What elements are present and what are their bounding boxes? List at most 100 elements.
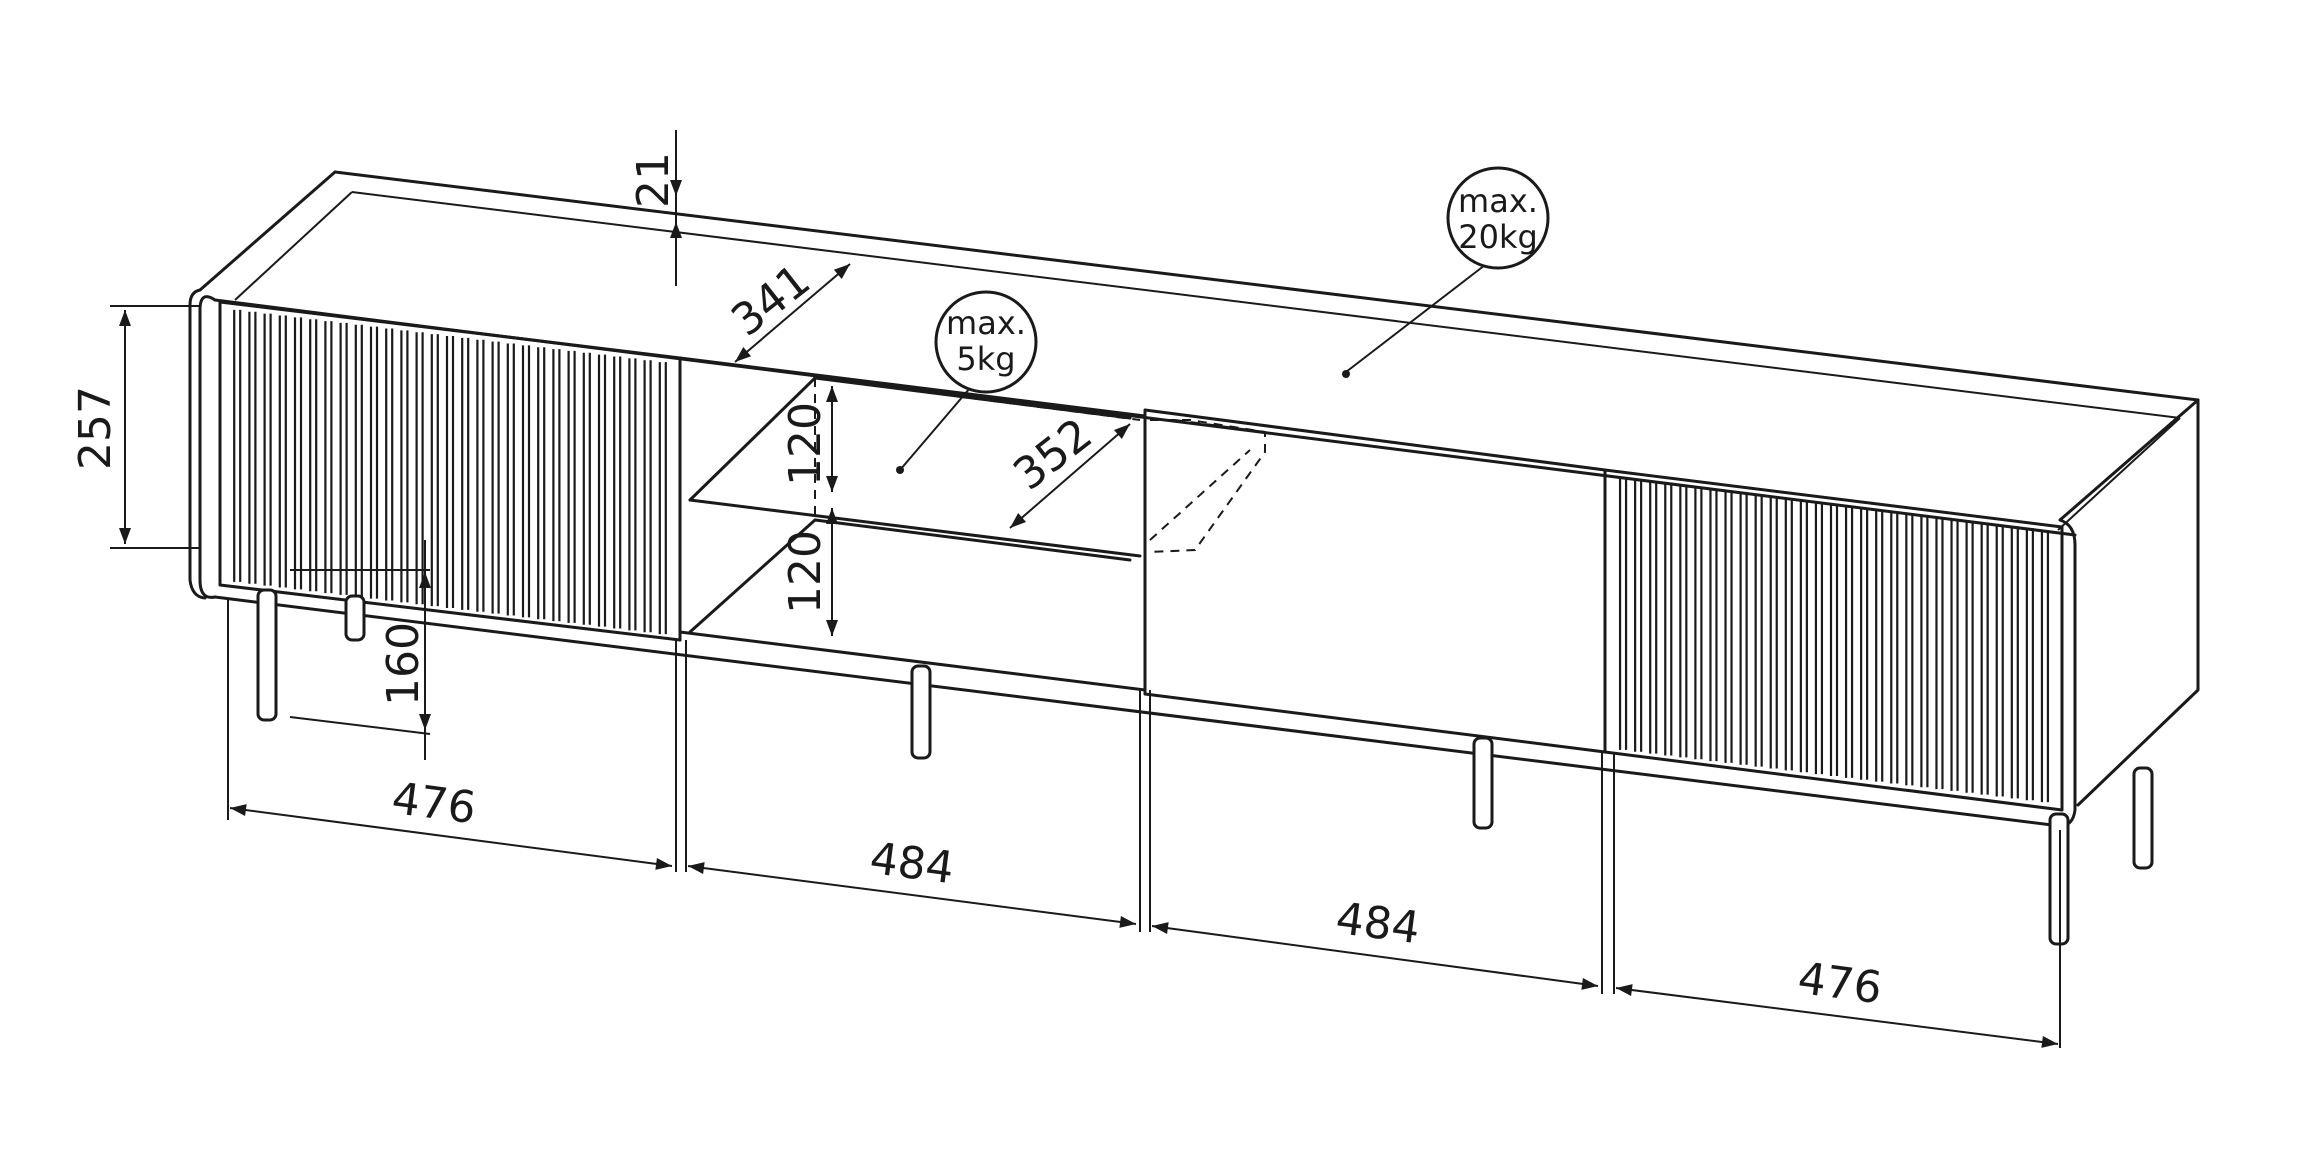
left-door-flute-2	[248, 311, 257, 584]
left-door-flute-9	[354, 324, 363, 597]
top-rim-inner-right	[2057, 417, 2181, 531]
right-door-flute-8	[1724, 490, 1733, 763]
callout-circle-20kg	[1446, 166, 1550, 270]
label-476-right: 476	[1795, 953, 1885, 1014]
left-door-flute-8	[339, 322, 348, 595]
arrow-484-b-end	[1581, 977, 1598, 990]
callout-20kg-line1: max.	[1458, 182, 1538, 220]
right-door-flute-27	[2010, 526, 2019, 799]
left-door-flute-20	[521, 345, 531, 618]
left-door-flute-16	[461, 337, 470, 610]
left-door-flute-21	[537, 347, 546, 620]
right-door-flute-26	[1995, 524, 2004, 797]
left-door-flute-14	[430, 334, 439, 607]
arrow-21-top	[670, 180, 682, 196]
arrow-341-start	[735, 347, 752, 362]
left-door-flute-27	[628, 358, 637, 631]
left-door-flute-26	[613, 356, 622, 629]
right-door-flute-14	[1814, 502, 1824, 775]
drawer	[1143, 408, 1607, 754]
left-door-flute-1	[233, 309, 242, 582]
left-door-flute-15	[445, 336, 455, 608]
right-door-flute-17	[1860, 507, 1869, 780]
left-door-flute-6	[309, 319, 318, 592]
right-door-flute-24	[1965, 520, 1974, 793]
arrow-257-bottom	[119, 528, 131, 544]
right-door-flute-13	[1799, 500, 1808, 773]
label-476-left: 476	[389, 773, 479, 834]
right-door-flute-6	[1694, 487, 1703, 760]
label-21: 21	[628, 152, 679, 208]
dim-line-341	[734, 263, 851, 363]
top-rim-inner-back	[351, 191, 2181, 419]
left-door-flute-17	[476, 339, 485, 612]
right-door-flute-22	[1935, 517, 1944, 790]
label-352: 352	[1004, 409, 1102, 501]
right-door-flute-3	[1649, 481, 1658, 754]
arrow-120l-top	[826, 508, 838, 524]
left-door-flute-3	[263, 313, 272, 586]
right-door-flute-15	[1829, 504, 1839, 776]
leg-back-right	[2132, 766, 2154, 870]
right-door-flute-25	[1980, 522, 1989, 795]
top-left-end	[198, 170, 337, 292]
left-door-flute-22	[552, 349, 561, 622]
label-484-open: 484	[867, 833, 957, 894]
arrow-120u-top	[826, 386, 838, 402]
dim-line-352	[1009, 423, 1131, 529]
left-door-flute-25	[597, 354, 607, 627]
callout-5kg-line1: max.	[946, 304, 1026, 342]
label-120-lower: 120	[780, 530, 831, 614]
leader-dot-20kg	[1342, 370, 1350, 378]
right-door-flutes	[1618, 477, 2050, 803]
arrow-484-a-start	[688, 862, 705, 875]
right-door-flute-12	[1784, 498, 1793, 771]
arrow-352-end	[1113, 424, 1130, 440]
left-door-flute-13	[415, 332, 424, 605]
right-door-flute-1	[1618, 477, 1628, 750]
dim-line-484-b	[1151, 925, 1599, 987]
left-door-flute-5	[293, 317, 303, 590]
drawer-front	[1143, 408, 1607, 754]
left-fluted-door	[218, 300, 682, 642]
arrow-120l-bottom	[826, 620, 838, 636]
bottom-front-edge	[213, 595, 2062, 828]
callout-5kg-line2: 5kg	[956, 340, 1015, 378]
arrow-476-left-start	[230, 804, 247, 817]
left-door-flute-7	[324, 321, 333, 594]
right-door-flute-5	[1679, 485, 1688, 758]
right-door-flute-21	[1920, 515, 1929, 788]
arrow-484-b-start	[1152, 922, 1169, 935]
left-door-flute-12	[400, 330, 409, 603]
right-door-flute-18	[1875, 509, 1884, 782]
right-door-flute-7	[1709, 489, 1718, 762]
right-door-flute-20	[1905, 513, 1914, 786]
right-door-flute-29	[2040, 530, 2050, 803]
left-door-flutes	[233, 309, 667, 635]
open-compartment-outline	[678, 356, 1147, 692]
left-door-flute-11	[385, 328, 394, 601]
callout-circle-5kg	[934, 290, 1038, 394]
left-door-outline	[218, 300, 682, 642]
right-door-flute-11	[1769, 496, 1778, 769]
arrow-476-left-end	[655, 857, 672, 870]
dim-line-476-right	[1615, 987, 2059, 1045]
left-side-back	[188, 288, 207, 600]
label-484-drawer: 484	[1333, 893, 1423, 954]
right-side	[2076, 398, 2200, 807]
left-door-flute-18	[491, 341, 500, 614]
dimension-arrows	[119, 180, 2058, 1048]
callout-top-load: max. 20kg	[1446, 166, 1550, 270]
label-120-upper: 120	[780, 402, 831, 486]
label-341: 341	[722, 255, 820, 347]
right-fluted-door	[1603, 468, 2064, 812]
callout-20kg-line2: 20kg	[1458, 218, 1538, 256]
left-door-flute-28	[643, 360, 652, 633]
shelf-left-edge	[688, 376, 817, 502]
top-right-end	[2058, 398, 2200, 522]
top-back-edge	[333, 170, 2200, 402]
dim-line-476-left	[229, 807, 673, 867]
left-door-flute-4	[278, 315, 287, 588]
left-door-flute-19	[506, 343, 515, 616]
